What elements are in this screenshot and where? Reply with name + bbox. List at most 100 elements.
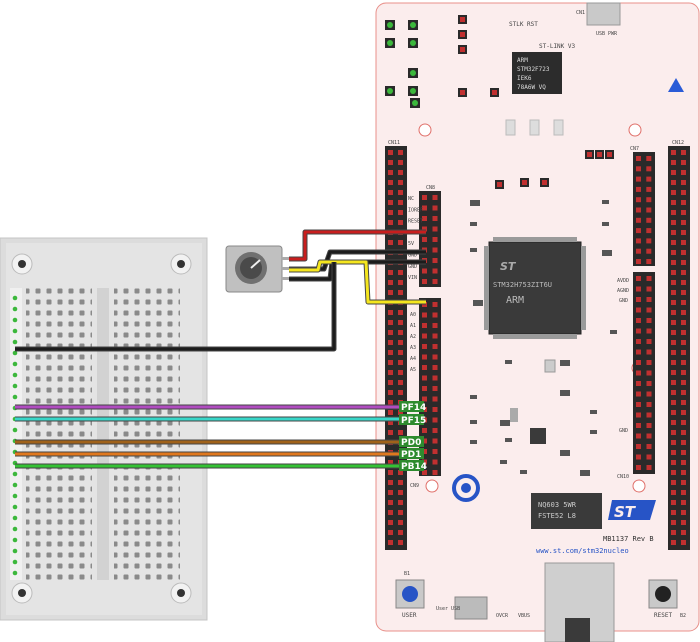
header-pin [646,238,652,244]
rail-hole [12,350,18,356]
header-pin [636,238,641,244]
header-pin [636,286,641,292]
header-pin [398,430,403,435]
reset-button[interactable] [648,579,678,609]
header-pin [636,412,641,418]
header-pin [636,217,641,223]
header-pin [398,170,403,175]
header-pin [388,180,393,185]
header-pin [671,510,676,515]
header-pin [398,360,403,365]
header-pin [681,280,686,285]
header-pin [681,240,686,245]
header-pin [422,449,427,454]
stlink-chip-line: STM32F723 [517,66,550,73]
header-pin [671,290,676,295]
header-pin [388,500,393,505]
header-pin [671,260,676,265]
header-pin [398,510,403,515]
header-pin [398,480,403,485]
header-pin [432,216,438,221]
header-pin [432,386,438,391]
mcu-st-logo: ST [500,260,517,273]
user-button-cap[interactable] [402,586,418,602]
header-pin [398,530,403,535]
header-pin [422,268,427,274]
header-pin [422,344,427,349]
header-pin [422,459,427,465]
header-pin-label: GND [408,264,417,270]
header-pin [681,180,686,185]
header-pin [671,410,676,415]
header-pin [388,370,393,375]
header-pin [646,318,652,323]
header-pin [671,310,676,315]
header-pin [671,490,676,495]
header-pin [646,444,652,449]
header-pin [681,410,686,415]
header-pin [681,220,686,225]
header-pin [388,410,393,415]
header-pin [388,240,393,245]
header-pin [681,310,686,315]
board-url: www.st.com/stm32nucleo [536,547,629,555]
header-pin-label: IOREF [408,207,423,213]
reset-button-cap[interactable] [655,586,671,602]
header-pin [398,180,403,185]
header-pin-label: A1 [410,323,416,329]
header-pin [646,276,652,281]
wires [15,229,426,469]
header-pin [646,381,652,386]
pin-label-pd0: PD0 [399,436,424,448]
header-pin [671,530,676,535]
header-pin [681,320,686,325]
st-logo-text: ST [614,503,637,521]
cn10-pin-label: GND [619,428,628,434]
header-pin [681,270,686,275]
header-pin [398,210,403,215]
header-pin [636,228,641,234]
header-pin [388,540,393,545]
ovcr-label: OVCR [496,613,509,619]
header-pin [671,270,676,275]
mcu-chip [488,241,582,335]
mcu-part-number: STM32H753ZIT6U [493,281,552,289]
header-pin [636,339,641,344]
rail-hole [12,471,18,477]
header-pin [398,500,403,505]
header-pin [646,297,652,302]
header-pin [398,330,403,335]
header-pin [422,417,427,423]
header-pin [646,186,652,192]
rail-hole [12,493,18,499]
header-pin [636,423,641,428]
header-pin [636,156,641,161]
header-pin-label: GND [408,253,417,259]
header-pin [681,190,686,195]
header-pin [646,339,652,344]
header-pin [671,380,676,385]
header-pin [388,290,393,295]
header-pin [646,328,652,334]
header-pin [388,520,393,525]
header-pin [681,510,686,515]
wire-5v [289,230,426,261]
flash-chip [531,493,602,529]
header-pin [422,396,427,402]
header-pin [671,280,676,285]
header-pin [388,200,393,205]
header-pin [422,205,427,211]
rail-hole [12,339,18,345]
usb-connector-top [586,2,621,26]
svg-text:PF14: PF14 [401,403,426,413]
svg-text:PD0: PD0 [401,438,421,448]
rail-hole [12,570,18,576]
header-pin [671,440,676,445]
header-pin [681,450,686,455]
header-pin [671,250,676,255]
header-pin [636,297,641,302]
header-pin-label: A2 [410,334,416,340]
header-pin [681,210,686,215]
header-pin [671,190,676,195]
